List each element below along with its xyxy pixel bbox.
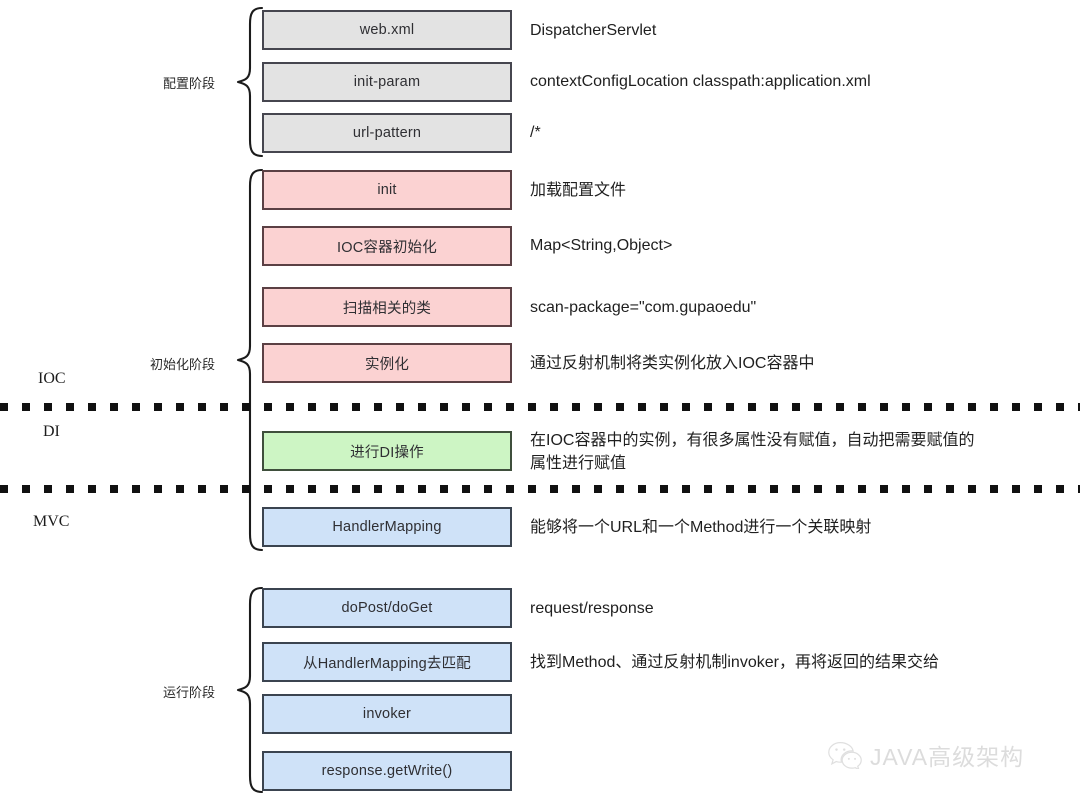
brace-init-stage bbox=[236, 168, 264, 552]
note-di-description: 在IOC容器中的实例，有很多属性没有赋值，自动把需要赋值的 属性进行赋值 bbox=[530, 432, 975, 472]
note-request-response: request/response bbox=[530, 600, 654, 617]
box-handler-mapping[interactable]: HandlerMapping bbox=[262, 507, 512, 547]
stage-label-runtime: 运行阶段 bbox=[162, 685, 215, 700]
section-label-mvc: MVC bbox=[33, 513, 70, 530]
box-match-handler-mapping[interactable]: 从HandlerMapping去匹配 bbox=[262, 642, 512, 682]
box-web-xml[interactable]: web.xml bbox=[262, 10, 512, 50]
brace-config-stage bbox=[236, 6, 264, 158]
wechat-icon bbox=[828, 742, 862, 769]
note-find-method-invoker: 找到Method、通过反射机制invoker，再将返回的结果交给 bbox=[530, 654, 939, 671]
note-dispatcher-servlet: DispatcherServlet bbox=[530, 22, 657, 39]
box-invoker[interactable]: invoker bbox=[262, 694, 512, 734]
note-reflection-instantiate: 通过反射机制将类实例化放入IOC容器中 bbox=[530, 355, 815, 372]
section-label-di: DI bbox=[43, 423, 60, 440]
box-di-operation[interactable]: 进行DI操作 bbox=[262, 431, 512, 471]
note-url-pattern-value: /* bbox=[530, 124, 541, 141]
note-load-config-file: 加载配置文件 bbox=[530, 182, 627, 199]
watermark-text: JAVA高级架构 bbox=[870, 744, 1025, 770]
note-map-string-object: Map<String,Object> bbox=[530, 237, 673, 254]
box-dopost-doget[interactable]: doPost/doGet bbox=[262, 588, 512, 628]
box-ioc-container-init[interactable]: IOC容器初始化 bbox=[262, 226, 512, 266]
note-scan-package: scan-package="com.gupaoedu" bbox=[530, 299, 757, 316]
note-url-method-mapping: 能够将一个URL和一个Method进行一个关联映射 bbox=[530, 519, 872, 536]
stage-label-init: 初始化阶段 bbox=[149, 357, 215, 372]
box-url-pattern[interactable]: url-pattern bbox=[262, 113, 512, 153]
box-instantiate[interactable]: 实例化 bbox=[262, 343, 512, 383]
section-label-ioc: IOC bbox=[38, 370, 66, 387]
stage-label-config: 配置阶段 bbox=[162, 76, 215, 91]
note-context-config-location: contextConfigLocation classpath:applicat… bbox=[530, 73, 871, 90]
box-response-getwrite[interactable]: response.getWrite() bbox=[262, 751, 512, 791]
box-init-param[interactable]: init-param bbox=[262, 62, 512, 102]
brace-runtime-stage bbox=[236, 586, 264, 794]
box-scan-classes[interactable]: 扫描相关的类 bbox=[262, 287, 512, 327]
watermark: JAVA高级架构 bbox=[828, 738, 1024, 772]
box-init[interactable]: init bbox=[262, 170, 512, 210]
divider-ioc-di bbox=[0, 403, 1080, 411]
divider-di-mvc bbox=[0, 485, 1080, 493]
